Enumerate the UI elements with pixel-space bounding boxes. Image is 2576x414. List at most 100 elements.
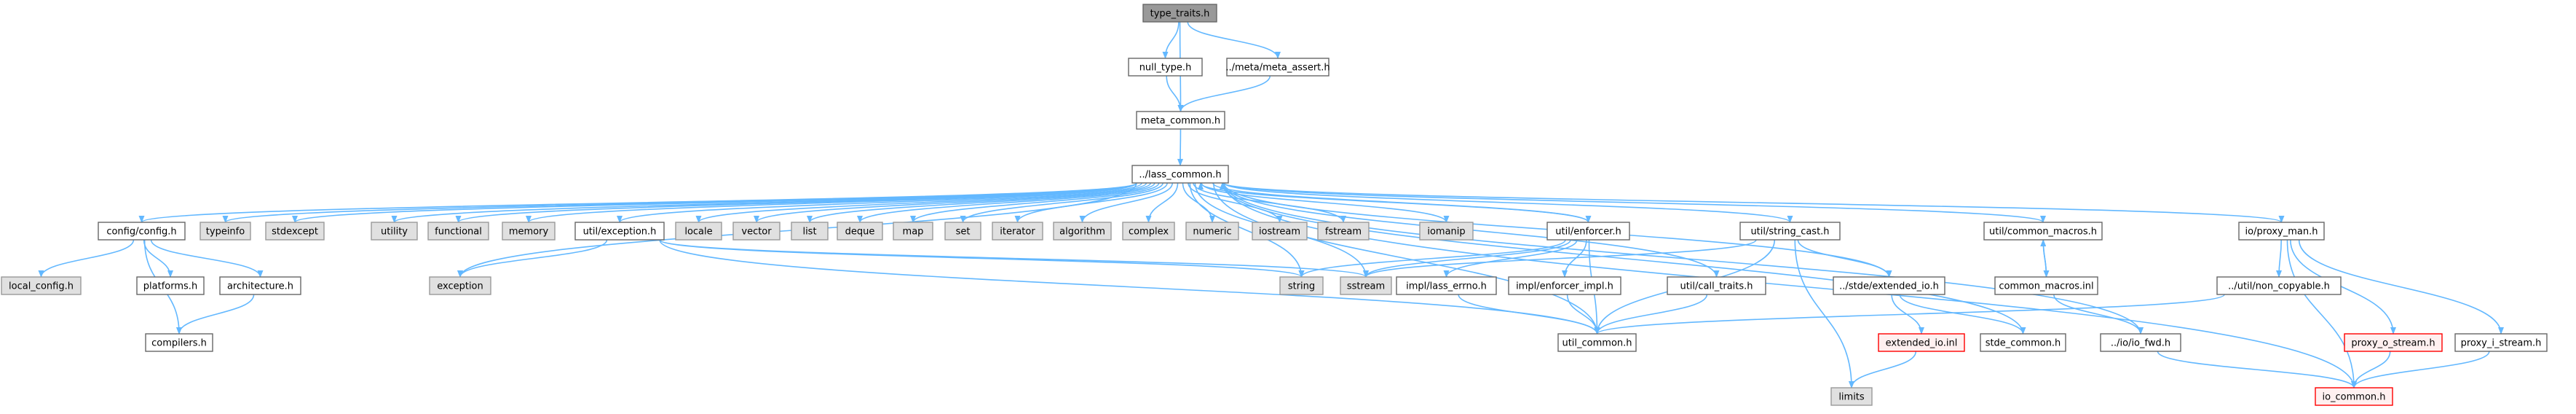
node-stde-common[interactable]: stde_common.h — [1980, 333, 2066, 352]
edge-lass_common-to-iostream — [1188, 182, 1283, 223]
node-label: stde_common.h — [1986, 338, 2061, 349]
edge-line-lass_common-to-set — [960, 182, 1163, 223]
edge-common_macros_inl-to-io_fwd — [2053, 294, 2144, 335]
node-proxy-o-stream[interactable]: proxy_o_stream.h — [2344, 333, 2443, 352]
node-box — [2315, 387, 2393, 406]
edge-line-util_exception-to-sstream — [659, 239, 1369, 278]
node-label: util_common.h — [1562, 338, 1632, 349]
edge-io_proxy_man-to-proxy_i_stream — [2298, 239, 2504, 335]
node-util-common[interactable]: util_common.h — [1557, 333, 1637, 352]
node-common-macros-inl[interactable]: common_macros.inl — [1994, 276, 2098, 295]
edge-util_enforcer-to-impl_lass_errno — [1443, 239, 1578, 278]
edge-line-lass_common-to-iomanip — [1201, 182, 1450, 223]
node-box — [427, 222, 489, 241]
node-label: util/call_traits.h — [1680, 281, 1753, 292]
edge-line-lass_common-to-string — [1189, 182, 1305, 278]
edge-util_exception-to-exception — [457, 239, 608, 278]
node-box — [1128, 58, 1203, 77]
node-label: ../stde/extended_io.h — [1839, 281, 1939, 292]
node-io-common[interactable]: io_common.h — [2315, 387, 2393, 406]
node-box — [1830, 387, 1873, 406]
node-lass-common[interactable]: ../lass_common.h — [1131, 165, 1229, 184]
node-deque: deque — [837, 222, 883, 241]
node-label: impl/enforcer_impl.h — [1516, 281, 1613, 292]
node-complex: complex — [1122, 222, 1175, 241]
node-iostream: iostream — [1252, 222, 1308, 241]
edge-util_enforcer-to-impl_enforcer_impl — [1562, 239, 1587, 278]
node-list: list — [791, 222, 829, 241]
node-io-fwd[interactable]: ../io/io_fwd.h — [2100, 333, 2181, 352]
node-architecture[interactable]: architecture.h — [219, 276, 301, 295]
node-label: platforms.h — [143, 281, 197, 292]
node-impl-lass-errno[interactable]: impl/lass_errno.h — [1396, 276, 1497, 295]
node-box — [1, 276, 82, 295]
edge-lass_common-to-deque — [857, 182, 1155, 223]
node-util-string-cast[interactable]: util/string_cast.h — [1739, 222, 1841, 241]
node-label: functional — [435, 227, 482, 238]
node-null-type[interactable]: null_type.h — [1128, 58, 1203, 77]
node-compilers[interactable]: compilers.h — [145, 333, 213, 352]
node-box — [1252, 222, 1308, 241]
node-config[interactable]: config/config.h — [98, 222, 186, 241]
edge-line-lass_common-to-io_proxy_man — [1223, 182, 2285, 223]
node-label: compilers.h — [151, 338, 207, 349]
edge-line-lass_common-to-util_common_macros — [1223, 182, 2046, 223]
edge-line-util_string_cast-to-limits — [1794, 239, 1854, 388]
edge-line-config-to-local_config — [38, 239, 135, 278]
node-extended-io-inl[interactable]: extended_io.inl — [1878, 333, 1965, 352]
node-impl-enforcer-impl[interactable]: impl/enforcer_impl.h — [1508, 276, 1621, 295]
node-map: map — [893, 222, 933, 241]
node-box — [574, 222, 665, 241]
node-label: extended_io.inl — [1886, 338, 1958, 349]
edge-io_proxy_man-to-proxy_o_stream — [2289, 239, 2396, 335]
node-label: io_common.h — [2322, 392, 2385, 403]
edge-line-lass_common-to-util_exception — [617, 182, 1137, 223]
edge-impl_lass_errno-to-util_common — [1458, 294, 1600, 335]
edge-lass_common-to-io_proxy_man — [1223, 182, 2285, 223]
edge-line-proxy_i_stream-to-io_common — [2351, 351, 2490, 388]
edge-line-util_enforcer-to-lass_common — [1198, 182, 1589, 223]
node-stde-extended-io[interactable]: ../stde/extended_io.h — [1833, 276, 1945, 295]
edge-stde_extended_io-to-stde_common — [1899, 294, 2026, 335]
node-util-non-copyable[interactable]: ../util/non_copyable.h — [2216, 276, 2342, 295]
node-label: ../meta/meta_assert.h — [1225, 63, 1330, 74]
edge-line-util_enforcer-to-impl_lass_errno — [1443, 239, 1578, 278]
node-meta-assert[interactable]: ../meta/meta_assert.h — [1225, 58, 1330, 77]
node-label: config/config.h — [106, 227, 176, 238]
node-utility: utility — [371, 222, 418, 241]
node-meta-common[interactable]: meta_common.h — [1136, 111, 1225, 130]
node-proxy-i-stream[interactable]: proxy_i_stream.h — [2454, 333, 2548, 352]
node-io-proxy-man[interactable]: io/proxy_man.h — [2238, 222, 2325, 241]
node-box — [675, 222, 722, 241]
edge-lass_common-to-util_common — [1213, 182, 1600, 335]
node-util-common-macros[interactable]: util/common_macros.h — [1983, 222, 2103, 241]
edge-null_type-to-meta_common — [1166, 75, 1184, 112]
node-label: memory — [509, 227, 549, 238]
node-memory: memory — [502, 222, 556, 241]
node-box — [1878, 333, 1965, 352]
node-label: set — [956, 227, 971, 238]
node-iomanip: iomanip — [1419, 222, 1474, 241]
node-box — [1546, 222, 1630, 241]
node-box — [2238, 222, 2325, 241]
node-util-call-traits[interactable]: util/call_traits.h — [1667, 276, 1766, 295]
node-label: complex — [1129, 227, 1169, 238]
node-label: exception — [437, 281, 483, 292]
node-box — [1142, 4, 1217, 23]
node-type-traits[interactable]: type_traits.h — [1142, 4, 1217, 23]
node-label: ../util/non_copyable.h — [2228, 281, 2330, 292]
node-box — [502, 222, 556, 241]
edge-util_non_copyable-to-util_common — [1594, 294, 2225, 335]
node-util-enforcer[interactable]: util/enforcer.h — [1546, 222, 1630, 241]
node-platforms[interactable]: platforms.h — [136, 276, 205, 295]
edge-util_string_cast-to-stde_extended_io — [1797, 239, 1892, 278]
node-label: util/exception.h — [583, 227, 657, 238]
node-box — [1739, 222, 1841, 241]
node-label: util/enforcer.h — [1555, 227, 1621, 238]
node-label: fstream — [1325, 227, 1362, 238]
edge-line-util_string_cast-to-sstream — [1363, 239, 1757, 278]
edge-util_enforcer-to-lass_common — [1198, 182, 1589, 223]
node-util-exception[interactable]: util/exception.h — [574, 222, 665, 241]
node-limits: limits — [1830, 387, 1873, 406]
